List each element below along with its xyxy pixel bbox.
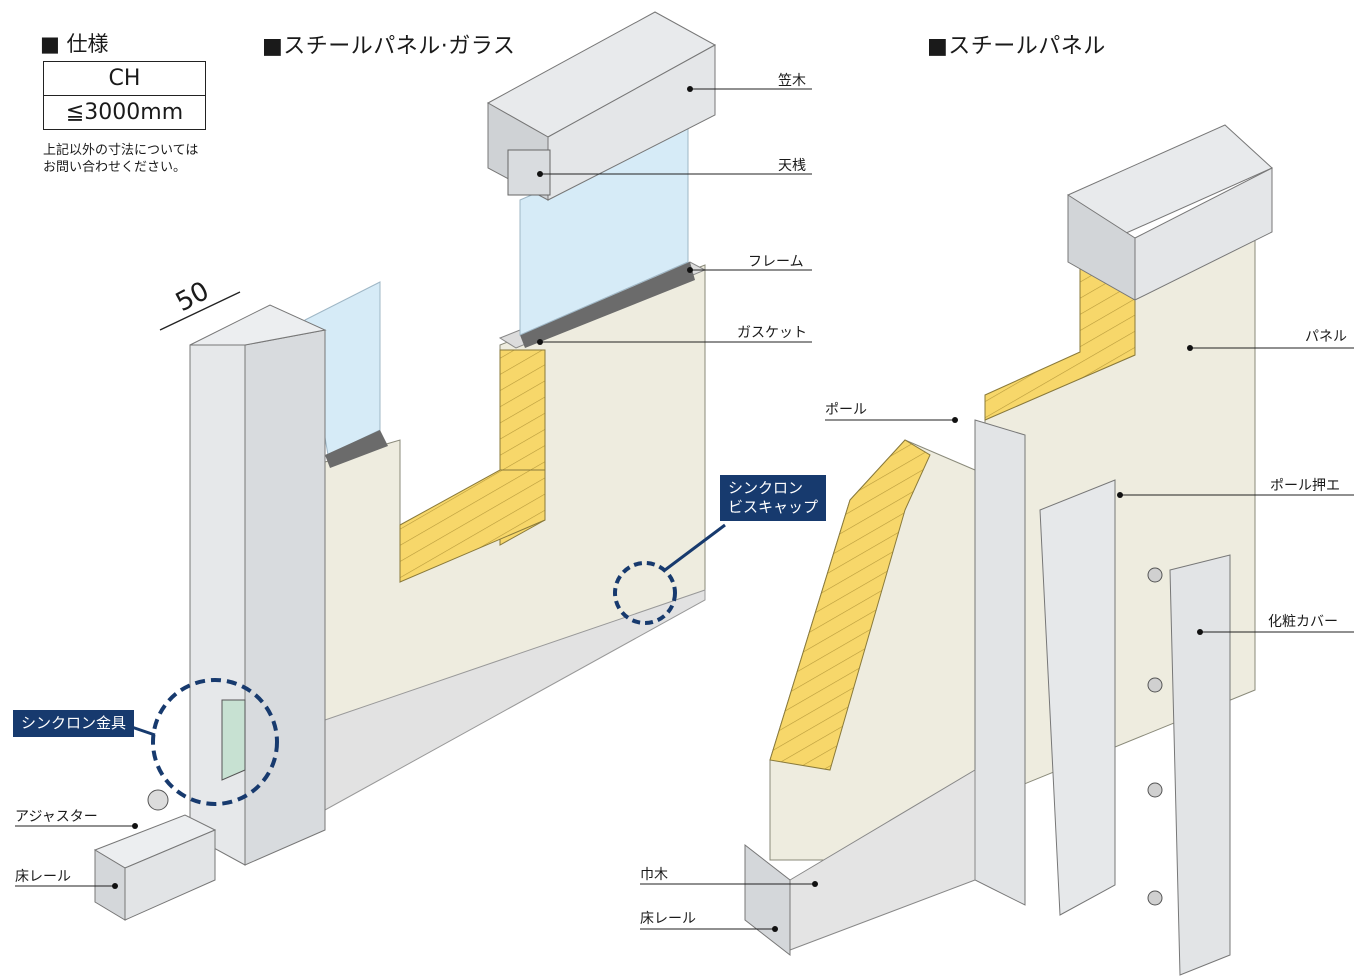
left-leader-lines xyxy=(15,88,812,887)
panel-insulation-side xyxy=(769,439,931,771)
label-kasagi: 笠木 xyxy=(778,73,806,89)
tensan-profile xyxy=(507,149,551,196)
pole-side xyxy=(244,329,326,866)
cap-callout-line1: シンクロン xyxy=(728,479,804,497)
right-pole xyxy=(974,419,1026,906)
pole-front xyxy=(189,344,246,866)
cap-callout-line2: ビスキャップ xyxy=(728,498,819,516)
screws xyxy=(1147,567,1163,906)
spec-table: CH ≦3000mm xyxy=(43,61,206,130)
right-leader-lines xyxy=(640,347,1354,930)
cap-callout-circle xyxy=(613,561,677,625)
right-kasagi-side xyxy=(1134,167,1273,301)
bracket-callout-circle xyxy=(151,678,279,806)
label-adjuster: アジャスター xyxy=(15,809,98,825)
steel-panel-assembly xyxy=(744,124,1273,976)
spec-value: ≦3000mm xyxy=(44,95,205,129)
glass-panel-assembly xyxy=(93,11,726,921)
spec-note-2: お問い合わせください。 xyxy=(43,160,187,175)
gasket-strip-left xyxy=(325,430,388,468)
bracket-callout: シンクロン金具 xyxy=(13,710,135,737)
label-floor-rail-left: 床レール xyxy=(15,869,71,885)
insulation-bottom xyxy=(399,469,546,583)
left-section-title: ■スチールパネル·ガラス xyxy=(262,34,516,59)
right-section-title: ■スチールパネル xyxy=(927,34,1106,59)
adjuster-screw xyxy=(147,789,169,811)
label-floor-rail-right: 床レール xyxy=(640,911,696,927)
spec-header: CH xyxy=(108,66,141,91)
spec-note-1: 上記以外の寸法については xyxy=(43,143,199,158)
label-pole-osae: ポール押エ xyxy=(1270,478,1340,494)
right-floor-rail xyxy=(744,843,791,957)
cap-callout: シンクロン ビスキャップ xyxy=(720,475,827,521)
spec-heading: ■ 仕様 xyxy=(40,32,109,56)
left-leader-dots xyxy=(112,86,693,889)
pole-cover xyxy=(1039,479,1116,916)
gasket-strip xyxy=(520,262,695,348)
label-panel: パネル xyxy=(1305,329,1347,345)
bracket-callout-text: シンクロン金具 xyxy=(21,714,127,732)
label-tensan: 天桟 xyxy=(778,158,806,174)
decorative-cover xyxy=(1169,554,1231,976)
label-habaki: 巾木 xyxy=(640,867,668,883)
floor-rail-side xyxy=(124,829,216,921)
label-gasket: ガスケット xyxy=(737,325,807,341)
bracket-plate xyxy=(221,699,246,781)
right-leader-dots xyxy=(772,345,1203,932)
pole-top xyxy=(189,304,327,346)
label-frame: フレーム xyxy=(748,254,804,270)
label-pole: ポール xyxy=(825,402,867,418)
label-cover: 化粧カバー xyxy=(1268,614,1338,630)
